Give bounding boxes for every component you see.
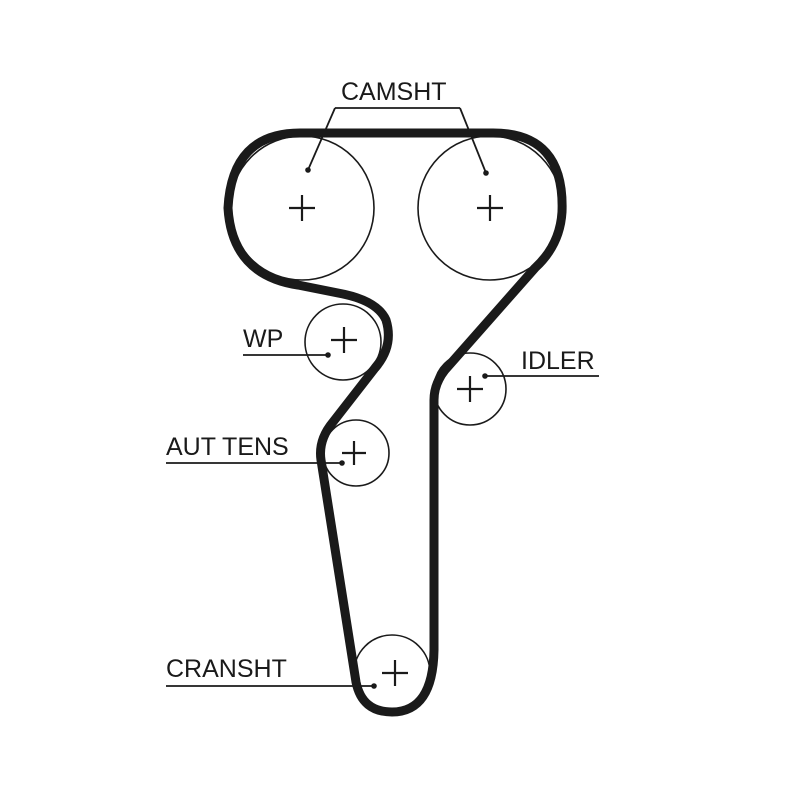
auto-tensioner-leader (166, 460, 345, 466)
crankshaft-label: CRANSHT (166, 655, 287, 683)
camshaft-pulley-left (229, 135, 375, 281)
auto-tensioner-pulley (322, 419, 390, 487)
crankshaft-pulley (353, 634, 431, 712)
water-pump-pulley (304, 303, 382, 381)
water-pump-label: WP (243, 325, 283, 353)
idler-label: IDLER (521, 347, 595, 375)
water-pump-leader (243, 352, 331, 358)
idler-pulley (433, 352, 507, 426)
camshaft-leader (305, 107, 489, 176)
camshaft-label: CAMSHT (341, 78, 447, 106)
camshaft-pulley-right (417, 135, 563, 281)
timing-belt (223, 128, 567, 717)
idler-leader (482, 373, 599, 379)
auto-tensioner-label: AUT TENS (166, 433, 289, 461)
crankshaft-leader (166, 683, 377, 689)
